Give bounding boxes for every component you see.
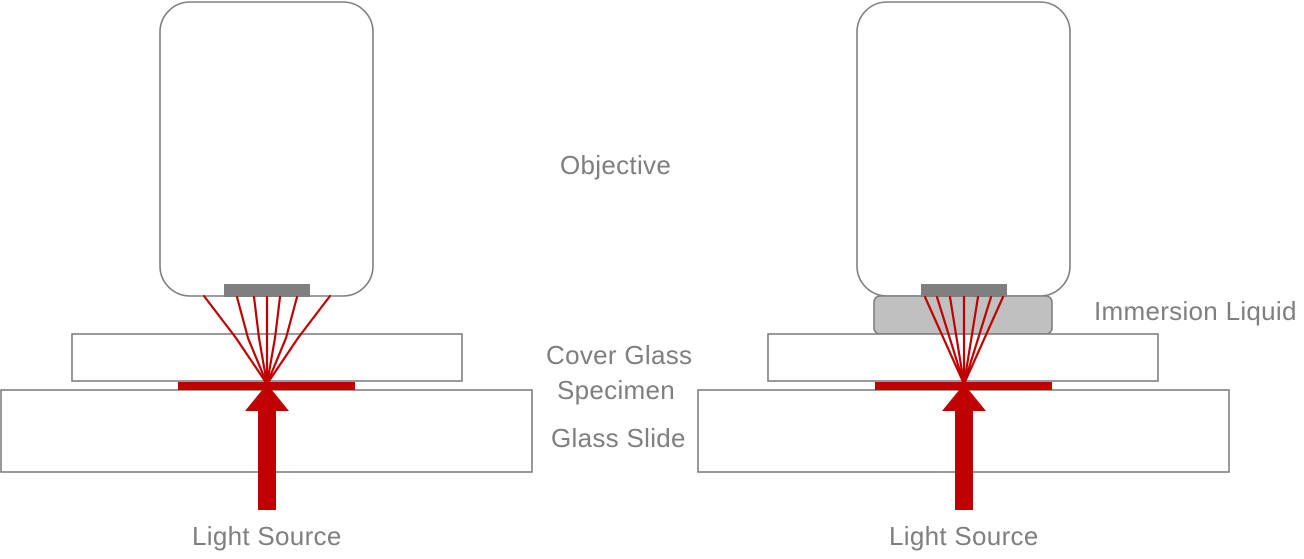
light-ray — [252, 295, 269, 386]
light-ray — [962, 295, 1005, 386]
objective-body-left — [159, 1, 374, 297]
light-ray — [235, 295, 269, 386]
light-ray — [265, 295, 299, 386]
light-ray — [265, 294, 332, 386]
light-ray — [265, 295, 282, 386]
immersion-liquid-label: Immersion Liquid — [1094, 296, 1297, 326]
specimen-label: Specimen — [557, 375, 676, 405]
objective-body-right — [856, 1, 1071, 297]
light-ray — [962, 295, 980, 386]
cover-glass-label: Cover Glass — [546, 340, 693, 370]
light-arrow-left — [245, 384, 289, 510]
light-source-label-left: Light Source — [192, 521, 342, 551]
light-source-label-right: Light Source — [889, 521, 1039, 551]
light-rays-left — [202, 294, 332, 386]
light-ray — [935, 295, 966, 386]
dry-objective-panel — [0, 1, 533, 510]
light-arrow-right — [942, 384, 986, 510]
light-ray — [962, 295, 993, 386]
front-lens-left — [224, 284, 310, 297]
immersion-objective-panel — [697, 1, 1230, 510]
glass-slide-label: Glass Slide — [551, 423, 686, 453]
light-ray — [923, 295, 966, 386]
objective-label: Objective — [560, 150, 672, 180]
front-lens-right — [921, 284, 1007, 297]
light-rays-right — [923, 295, 1005, 386]
light-ray — [202, 294, 269, 386]
light-ray — [948, 295, 966, 386]
